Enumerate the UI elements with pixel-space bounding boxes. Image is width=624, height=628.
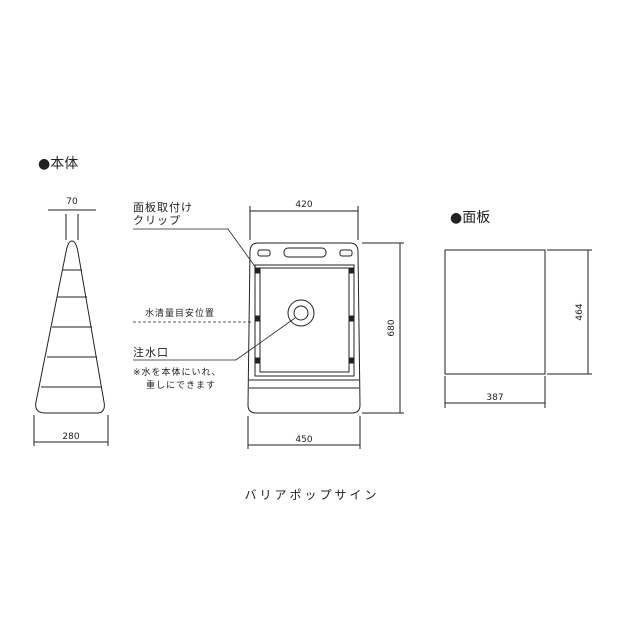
- panel-height-label: 464: [575, 303, 585, 320]
- water-inlet-leader-line: [133, 317, 296, 361]
- clip-mark-2: [348, 267, 354, 274]
- note-line2: 重しにできます: [146, 379, 216, 391]
- front-view: [247, 206, 404, 449]
- front-base-width-label: 450: [295, 435, 312, 445]
- clip-mark-5: [255, 357, 261, 364]
- panel-width-label: 387: [486, 393, 503, 403]
- front-panel-inner: [259, 267, 350, 373]
- clip-label-line2: クリップ: [133, 214, 181, 227]
- water-level-label: 水清量目安位置: [145, 307, 215, 319]
- side-view: [33, 209, 109, 446]
- front-height-label: 680: [387, 319, 397, 336]
- leaders: [133, 228, 296, 361]
- water-inlet-label: 注水口: [133, 345, 169, 359]
- note-line1: ※水を本体にいれ、: [133, 366, 222, 378]
- clip-mark-4: [348, 315, 354, 322]
- water-inlet-outer: [287, 299, 315, 327]
- front-handle-slot: [283, 247, 327, 258]
- clip-label-line1: 面板取付け: [133, 200, 193, 214]
- clip-leader-line: [133, 228, 257, 269]
- product-caption: バリアポップサイン: [244, 488, 379, 502]
- side-top-width-label: 70: [66, 197, 78, 207]
- side-view-outline: [35, 240, 105, 414]
- front-panel-frame: [254, 264, 355, 377]
- front-view-outline: [247, 242, 361, 414]
- front-right-slot: [339, 249, 353, 257]
- clip-mark-3: [255, 315, 261, 322]
- side-base-width-label: 280: [62, 432, 79, 442]
- front-left-slot: [257, 249, 271, 257]
- panel-outline: [444, 249, 546, 375]
- front-top-width-label: 420: [295, 200, 312, 210]
- section-header-body: ●本体: [38, 156, 78, 172]
- panel-view: [444, 249, 592, 408]
- section-header-panel: ●面板: [450, 210, 490, 226]
- clip-mark-1: [255, 267, 261, 274]
- water-inlet-inner: [293, 305, 309, 321]
- clip-mark-6: [348, 357, 354, 364]
